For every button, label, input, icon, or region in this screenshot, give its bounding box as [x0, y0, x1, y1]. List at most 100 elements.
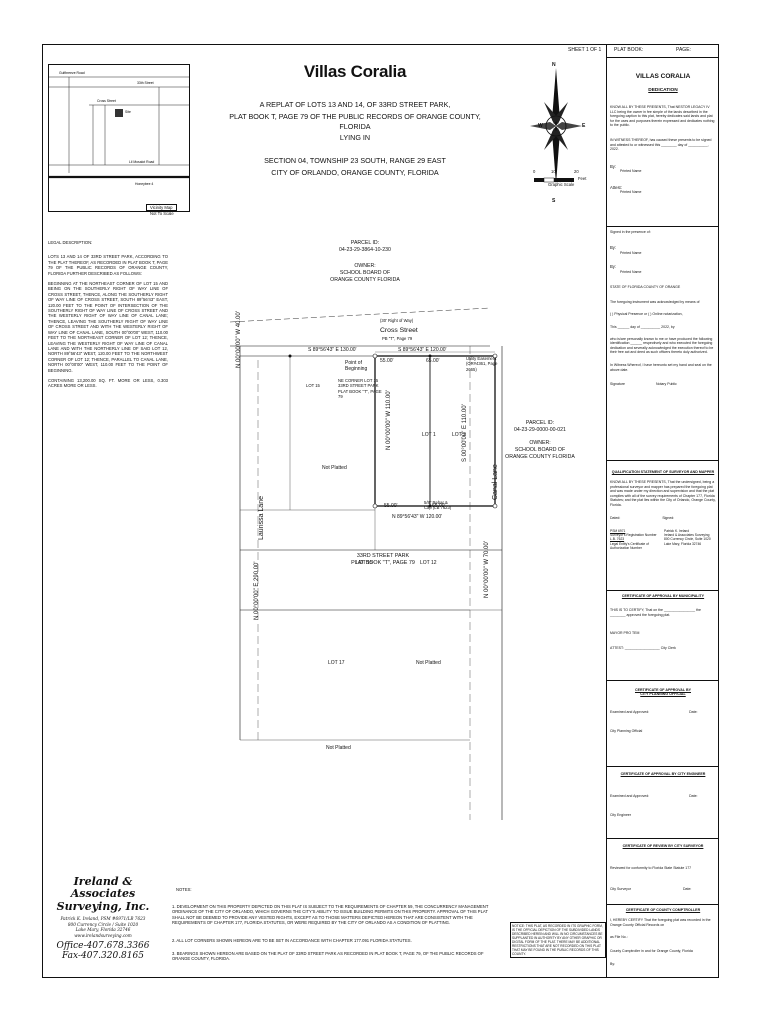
rp-by-3: By:	[610, 264, 617, 270]
rp-qual-text: KNOW ALL BY THESE PRESENTS, That the und…	[610, 480, 716, 507]
rp-review: CERTIFICATE OF REVIEW BY CITY SURVEYOR R…	[610, 844, 704, 892]
rp-comptroller: CERTIFICATE OF COUNTY COMPTROLLER I, HER…	[610, 908, 711, 966]
rp-state: STATE OF FLORIDA COUNTY OF ORANGE	[610, 285, 681, 290]
rp-by-1: By:	[610, 163, 617, 169]
rp-qualification: QUALIFICATION STATEMENT OF SURVEYOR AND …	[610, 470, 716, 550]
lot-17-label: LOT 17	[328, 660, 345, 666]
title-line-1: A REPLAT OF LOTS 13 AND 14, OF 33RD STRE…	[259, 100, 451, 109]
row-note: (30' Right of Way)	[380, 318, 414, 323]
north-label: N	[552, 62, 556, 68]
lot-2-label: LOT 2	[452, 432, 466, 438]
parcel-top: PARCEL ID: 04-23-29-3864-10-230 OWNER: S…	[330, 240, 400, 283]
rp-ack: The foregoing instrument was acknowledge…	[610, 300, 700, 305]
sheet-number: SHEET 1 OF 1	[568, 47, 602, 53]
plat-book-label: PLAT BOOK:	[614, 47, 644, 53]
seg-55-bottom: 55.00'	[384, 503, 398, 509]
rp-dedication: DEDICATION	[648, 88, 678, 93]
lot-15-label-b: LOT 15	[356, 560, 373, 566]
rp-title: VILLAS CORALIA	[635, 73, 691, 80]
cross-street-book: PB "T", Page 79	[382, 336, 413, 341]
lot-15-label-a: LOT 15	[306, 383, 320, 388]
vicinity-map: Gulfbreeze Road 33th Street Cross Street…	[48, 64, 190, 212]
title-line-2: PLAT BOOK T, PAGE 79 OF THE PUBLIC RECOR…	[229, 112, 481, 131]
svg-text:Honeybee 4: Honeybee 4	[135, 182, 153, 186]
legal-description: LEGAL DESCRIPTION: LOTS 13 AND 14 OF 33R…	[48, 240, 168, 389]
rp-printed-2: Printed Name	[620, 189, 642, 194]
rp-in-witness: In Witness Whereof, I have hereunto set …	[610, 363, 712, 373]
utility-easement: Utility Easement (OR#4361, Page 2665)	[466, 356, 498, 372]
parcel-right: PARCEL ID: 04-23-29-0000-00-021 OWNER: S…	[505, 420, 575, 460]
scale-tick-0: 0	[533, 169, 536, 174]
vicinity-map-drawing: Gulfbreeze Road 33th Street Cross Street…	[49, 71, 189, 186]
plat-title: Villas Coralia	[303, 62, 407, 81]
title-city: CITY OF ORLANDO, ORANGE COUNTY, FLORIDA	[271, 168, 439, 177]
mid-line-bearing: N 00°00'00" W 110.00'	[386, 390, 392, 450]
legal-para-1: LOTS 13 AND 14 OF 33RD STREET PARK, ACCO…	[48, 254, 168, 276]
plat-drawing	[229, 307, 503, 820]
rp-municipality: CERTIFICATE OF APPROVAL BY MUNICIPALITY …	[610, 594, 705, 651]
rp-attest: Attest:	[610, 184, 622, 190]
west-label: W	[538, 123, 543, 129]
rp-physical: ( ) Physical Presence or ( ) Online nota…	[610, 311, 683, 316]
not-platted-1: Not Platted	[322, 465, 347, 471]
right-panel: VILLAS CORALIA DEDICATION KNOW ALL BY TH…	[610, 60, 716, 195]
rp-engineer: CERTIFICATE OF APPROVAL BY CITY ENGINEER…	[610, 772, 706, 818]
legal-para-3: CONTAINING 13,200.00 SQ. FT. MORE OR LES…	[48, 377, 168, 389]
svg-text:33th Street: 33th Street	[137, 81, 154, 85]
vicinity-map-label: Vicinity Map	[146, 204, 177, 212]
rp-signed-presence: Signed in the presence of:	[610, 230, 651, 234]
park-block: 33RD STREET PARK PLAT BOOK "T", PAGE 79	[351, 553, 415, 566]
north-arrow	[530, 60, 590, 210]
rp-dated: Dated:	[610, 515, 621, 520]
ne-corner-note: NE CORNER LOT 15 33RD STREET PARK PLAT B…	[338, 378, 382, 400]
surveyor-logo: Ireland & Associates Surveying, Inc. Pat…	[56, 875, 150, 962]
west-side-bearing: N 00°00'00" W 40.00'	[236, 311, 242, 368]
rp-ded-text: KNOW ALL BY THESE PRESENTS, That NESTOR …	[610, 105, 715, 128]
lot-1-label: LOT 1	[422, 432, 436, 438]
scale-unit: Feet	[578, 176, 587, 181]
east-line-bearing: S 00°00'00" E 110.00'	[462, 404, 468, 462]
found-rebar: 5/8" Rebar & Cap (LB 7623)	[424, 500, 452, 511]
bearing-top: S 89°56'43" E 120.00'	[398, 347, 447, 353]
not-platted-3: Not Platted	[326, 745, 351, 751]
laurissa-lane-label: Laurissa Lane	[258, 496, 265, 540]
north-arrow-icon	[530, 68, 582, 184]
right-long-bearing: N 00°00'00" W 70.00'	[484, 541, 490, 598]
note-1: 1. DEVELOPMENT ON THIS PROPERTY DEPICTED…	[172, 904, 489, 926]
rp-printed-1: Printed Name	[620, 169, 642, 174]
rp-who: who is/are personally known to me or hav…	[610, 336, 714, 355]
rp-signature: Signature Notary Public	[610, 381, 677, 386]
rp-qual-title: QUALIFICATION STATEMENT OF SURVEYOR AND …	[611, 470, 715, 474]
canal-lane-label: Canal Lane	[492, 464, 499, 500]
left-long-bearing: N 00°00'00" E 290.00'	[254, 561, 260, 620]
rp-notary: Signed in the presence of: By: Printed N…	[610, 230, 716, 387]
scale-tick-20: 20	[574, 169, 579, 174]
point-of-beginning: Point of Beginning	[345, 360, 368, 372]
svg-text:Site: Site	[125, 110, 131, 114]
plat-sheet	[42, 44, 719, 978]
scale-tick-10: 10	[551, 169, 556, 174]
lot-12-label: LOT 12	[420, 560, 437, 566]
rp-witness: IN WITNESS THEREOF, has caused these pre…	[610, 137, 712, 152]
vicinity-scale: Not To Scale	[150, 211, 174, 216]
svg-text:Lil Mosalot Road: Lil Mosalot Road	[129, 160, 154, 164]
cross-street-label: Cross Street	[380, 327, 418, 334]
title-lying-in: LYING IN	[339, 133, 371, 142]
notes-heading: NOTES:	[176, 887, 192, 892]
rp-this-day: This ______ day of __________ 2022, by	[610, 325, 675, 330]
svg-text:Cross Street: Cross Street	[97, 99, 116, 103]
seg-55-top: 55.00'	[380, 358, 394, 364]
note-3: 3. BEARINGS SHOWN HEREON ARE BASED ON TH…	[172, 951, 484, 962]
rp-planning: CERTIFICATE OF APPROVAL BY CITY PLANNING…	[610, 688, 698, 734]
svg-text:Gulfbreeze Road: Gulfbreeze Road	[59, 71, 85, 75]
east-label: E	[582, 123, 586, 129]
seg-65-bottom: 65.00'	[432, 503, 446, 509]
legal-para-2: BEGINNING AT THE NORTHEAST CORNER OF LOT…	[48, 281, 168, 373]
seg-65-top: 65.00'	[426, 358, 440, 364]
right-panel-divider	[606, 44, 607, 978]
note-2: 2. ALL LOT CORNERS SHOWN HEREON ARE TO B…	[172, 938, 412, 943]
south-label: S	[552, 198, 556, 204]
legal-heading: LEGAL DESCRIPTION:	[48, 240, 93, 245]
not-platted-2: Not Platted	[416, 660, 441, 666]
bearing-top-left: S 89°56'43" E 130.00'	[308, 347, 357, 353]
